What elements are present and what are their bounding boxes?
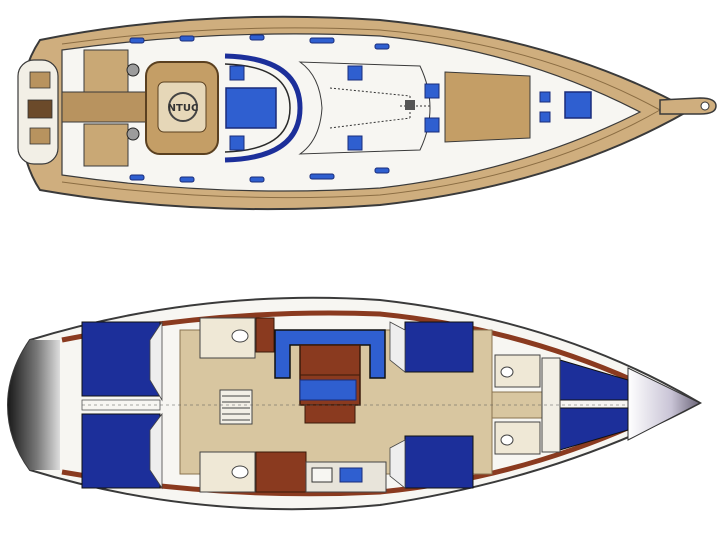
deck-hatch-2 [229,135,245,151]
stern-shading [8,340,60,470]
dodger-arc [224,53,303,163]
foredeck-panel [444,71,531,143]
deck-hatch-5 [424,83,440,99]
galley-wood [255,451,307,493]
fwd-berth-bottom [404,435,474,489]
forward-hatch [564,91,592,119]
deck-hatch-7 [539,91,551,103]
rigging [329,87,430,129]
winch-top [126,63,140,77]
chart-table-wood [255,317,275,353]
fwd-pillow-bottom [389,439,406,489]
bow-sprit-ring [700,101,710,111]
saloon-bench-2 [304,404,356,424]
helm-wheel-icon [168,92,198,122]
cockpit-seat-top [83,49,129,93]
deck-hatch-1 [229,65,245,81]
aft-berth-bottom [81,413,161,489]
stern-locker-top [29,71,51,89]
deck-plan: NTUC [17,15,717,211]
deck-hatch-3 [347,65,363,81]
fwd-berth-top [404,321,474,373]
aft-pillow-top [149,320,163,402]
deck-hatch-6 [424,117,440,133]
stove-icon [311,467,333,483]
stern-ladder [27,99,53,119]
fwd-pillow-top [389,321,406,373]
deck-hatch-4 [347,135,363,151]
saloon-settee [274,329,386,379]
deck-hatch-8 [539,111,551,123]
galley-sink [339,467,363,483]
aft-toilet-top [231,329,249,343]
fwd-toilet-top [500,366,514,378]
aft-pillow-bottom [149,412,163,490]
cockpit-floor [61,91,153,123]
bow-shading [627,367,702,441]
deck-portholes [129,34,390,183]
interior-plan [6,296,703,511]
cockpit-table-inner [157,81,207,133]
dodger-arc-inner [224,63,291,153]
stair-steps [222,395,250,421]
cockpit-seat-bottom [83,123,129,167]
wheel-label: NTUC [168,103,199,114]
fwd-toilet-bottom [500,434,514,446]
stern-locker-bottom [29,127,51,145]
winch-bottom [126,127,140,141]
companionway-hatch [225,87,277,129]
aft-toilet-bottom [231,465,249,479]
aft-berth-top [81,321,161,397]
mast-base [405,100,415,110]
saloon-bench-1 [299,379,357,401]
bow-sprit [659,97,717,115]
companionway-stairs-icon [219,389,253,425]
